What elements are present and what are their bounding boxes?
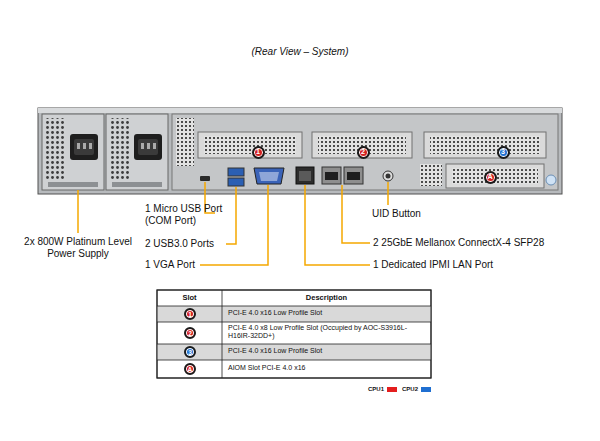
leader-line	[226, 187, 236, 244]
bracket-vent	[430, 136, 540, 154]
ac-inlet-socket	[138, 139, 158, 155]
pcie-slot-bracket	[312, 132, 412, 158]
psu-handle	[48, 182, 98, 187]
ac-pin	[147, 143, 150, 149]
table-rule	[157, 306, 431, 307]
callout-badge: 3	[184, 346, 196, 358]
bracket-vent	[452, 168, 538, 184]
diagram-title: (Rear View – System)	[0, 46, 600, 58]
chassis	[38, 108, 562, 194]
sfp28-cage	[344, 167, 363, 184]
legend-swatch	[387, 387, 397, 392]
micro-usb-port	[200, 176, 210, 181]
ac-inlet	[134, 134, 162, 160]
callout-number: 1	[256, 148, 260, 156]
table-row-shade	[157, 344, 431, 360]
callout-badge: 3	[497, 146, 510, 159]
ac-pin	[141, 143, 144, 149]
table-header: Slot	[157, 293, 222, 302]
leader-line	[200, 185, 268, 265]
callout-number: 2	[188, 330, 192, 337]
pcie-slot-bracket	[424, 132, 546, 158]
callout-badge: 1	[252, 146, 265, 159]
callout-label: 1 Micro USB Port (COM Port)	[145, 203, 235, 227]
ac-pin	[83, 143, 86, 149]
callout-badge: 1	[184, 308, 196, 320]
callout-badge: A	[484, 171, 497, 184]
table-frame	[157, 290, 431, 378]
callout-label: 1 VGA Port	[145, 259, 255, 271]
chassis-top-edge	[38, 108, 562, 113]
usb-port	[228, 168, 244, 176]
psu-grille	[110, 118, 130, 180]
vga-port	[254, 168, 284, 184]
callout-number: 3	[501, 148, 505, 156]
callout-number: 1	[188, 311, 192, 318]
usb-port	[228, 178, 244, 186]
table-cell: PCI-E 4.0 x16 Low Profile Slot	[228, 347, 426, 355]
rj45-socket	[299, 171, 311, 181]
callout-number: 2	[361, 148, 365, 156]
table-border	[157, 290, 431, 378]
table-header: Description	[222, 293, 431, 302]
vent	[176, 118, 194, 166]
callout-label: 2 USB3.0 Ports	[145, 238, 255, 250]
table-row-shade	[157, 306, 431, 322]
callout-number: A	[188, 366, 193, 373]
legend-swatch	[421, 387, 431, 392]
sfp28-cage	[322, 167, 341, 184]
table-rule	[157, 360, 431, 361]
pcie-slot-bracket	[198, 132, 302, 158]
power-supply	[106, 114, 168, 190]
callout-number: 3	[188, 349, 192, 356]
table-rule	[157, 322, 431, 323]
ac-pin	[77, 143, 80, 149]
legend: CPU1 CPU2	[368, 386, 436, 392]
table-cell: PCI-E 4.0 x8 Low Profile Slot (Occupied …	[228, 324, 426, 341]
vent	[420, 164, 442, 186]
table-rule	[222, 290, 223, 378]
callout-number: A	[487, 173, 492, 181]
uid-button-center	[386, 174, 391, 179]
table-cell: PCI-E 4.0 x16 Low Profile Slot	[228, 309, 426, 317]
leader-line	[387, 182, 389, 205]
callout-badge: A	[184, 363, 196, 375]
psu-grille	[46, 118, 66, 180]
rj45-port	[296, 167, 314, 184]
sfp28-opening	[347, 172, 360, 180]
uid-button	[383, 171, 393, 181]
ac-pin	[89, 143, 92, 149]
callout-label: 2x 800W Platinum Level Power Supply	[20, 236, 136, 260]
power-supply	[42, 114, 104, 190]
callout-badge: 2	[184, 327, 196, 339]
table-rule	[157, 344, 431, 345]
callout-label: UID Button	[372, 208, 492, 220]
callout-badge: 2	[357, 146, 370, 159]
ac-inlet-socket	[74, 139, 94, 155]
callout-label: 1 Dedicated IPMI LAN Port	[373, 259, 593, 271]
psu-handle	[112, 182, 162, 187]
sfp28-opening	[325, 172, 338, 180]
leader-line	[77, 190, 79, 233]
vga-pins	[259, 172, 279, 181]
leader-line	[342, 185, 370, 243]
callout-label: 2 25GbE Mellanox ConnectX-4 SFP28	[373, 237, 593, 249]
legend-label: CPU2	[402, 386, 418, 392]
leader-line	[305, 185, 370, 265]
legend-label: CPU1	[368, 386, 384, 392]
ac-inlet	[70, 134, 98, 160]
bracket-vent	[204, 136, 296, 154]
thumbscrew	[546, 175, 556, 185]
ac-pin	[153, 143, 156, 149]
table-cell: AIOM Slot PCI-E 4.0 x16	[228, 364, 426, 372]
io-panel	[172, 114, 558, 190]
aiom-slot-bracket	[446, 164, 544, 188]
